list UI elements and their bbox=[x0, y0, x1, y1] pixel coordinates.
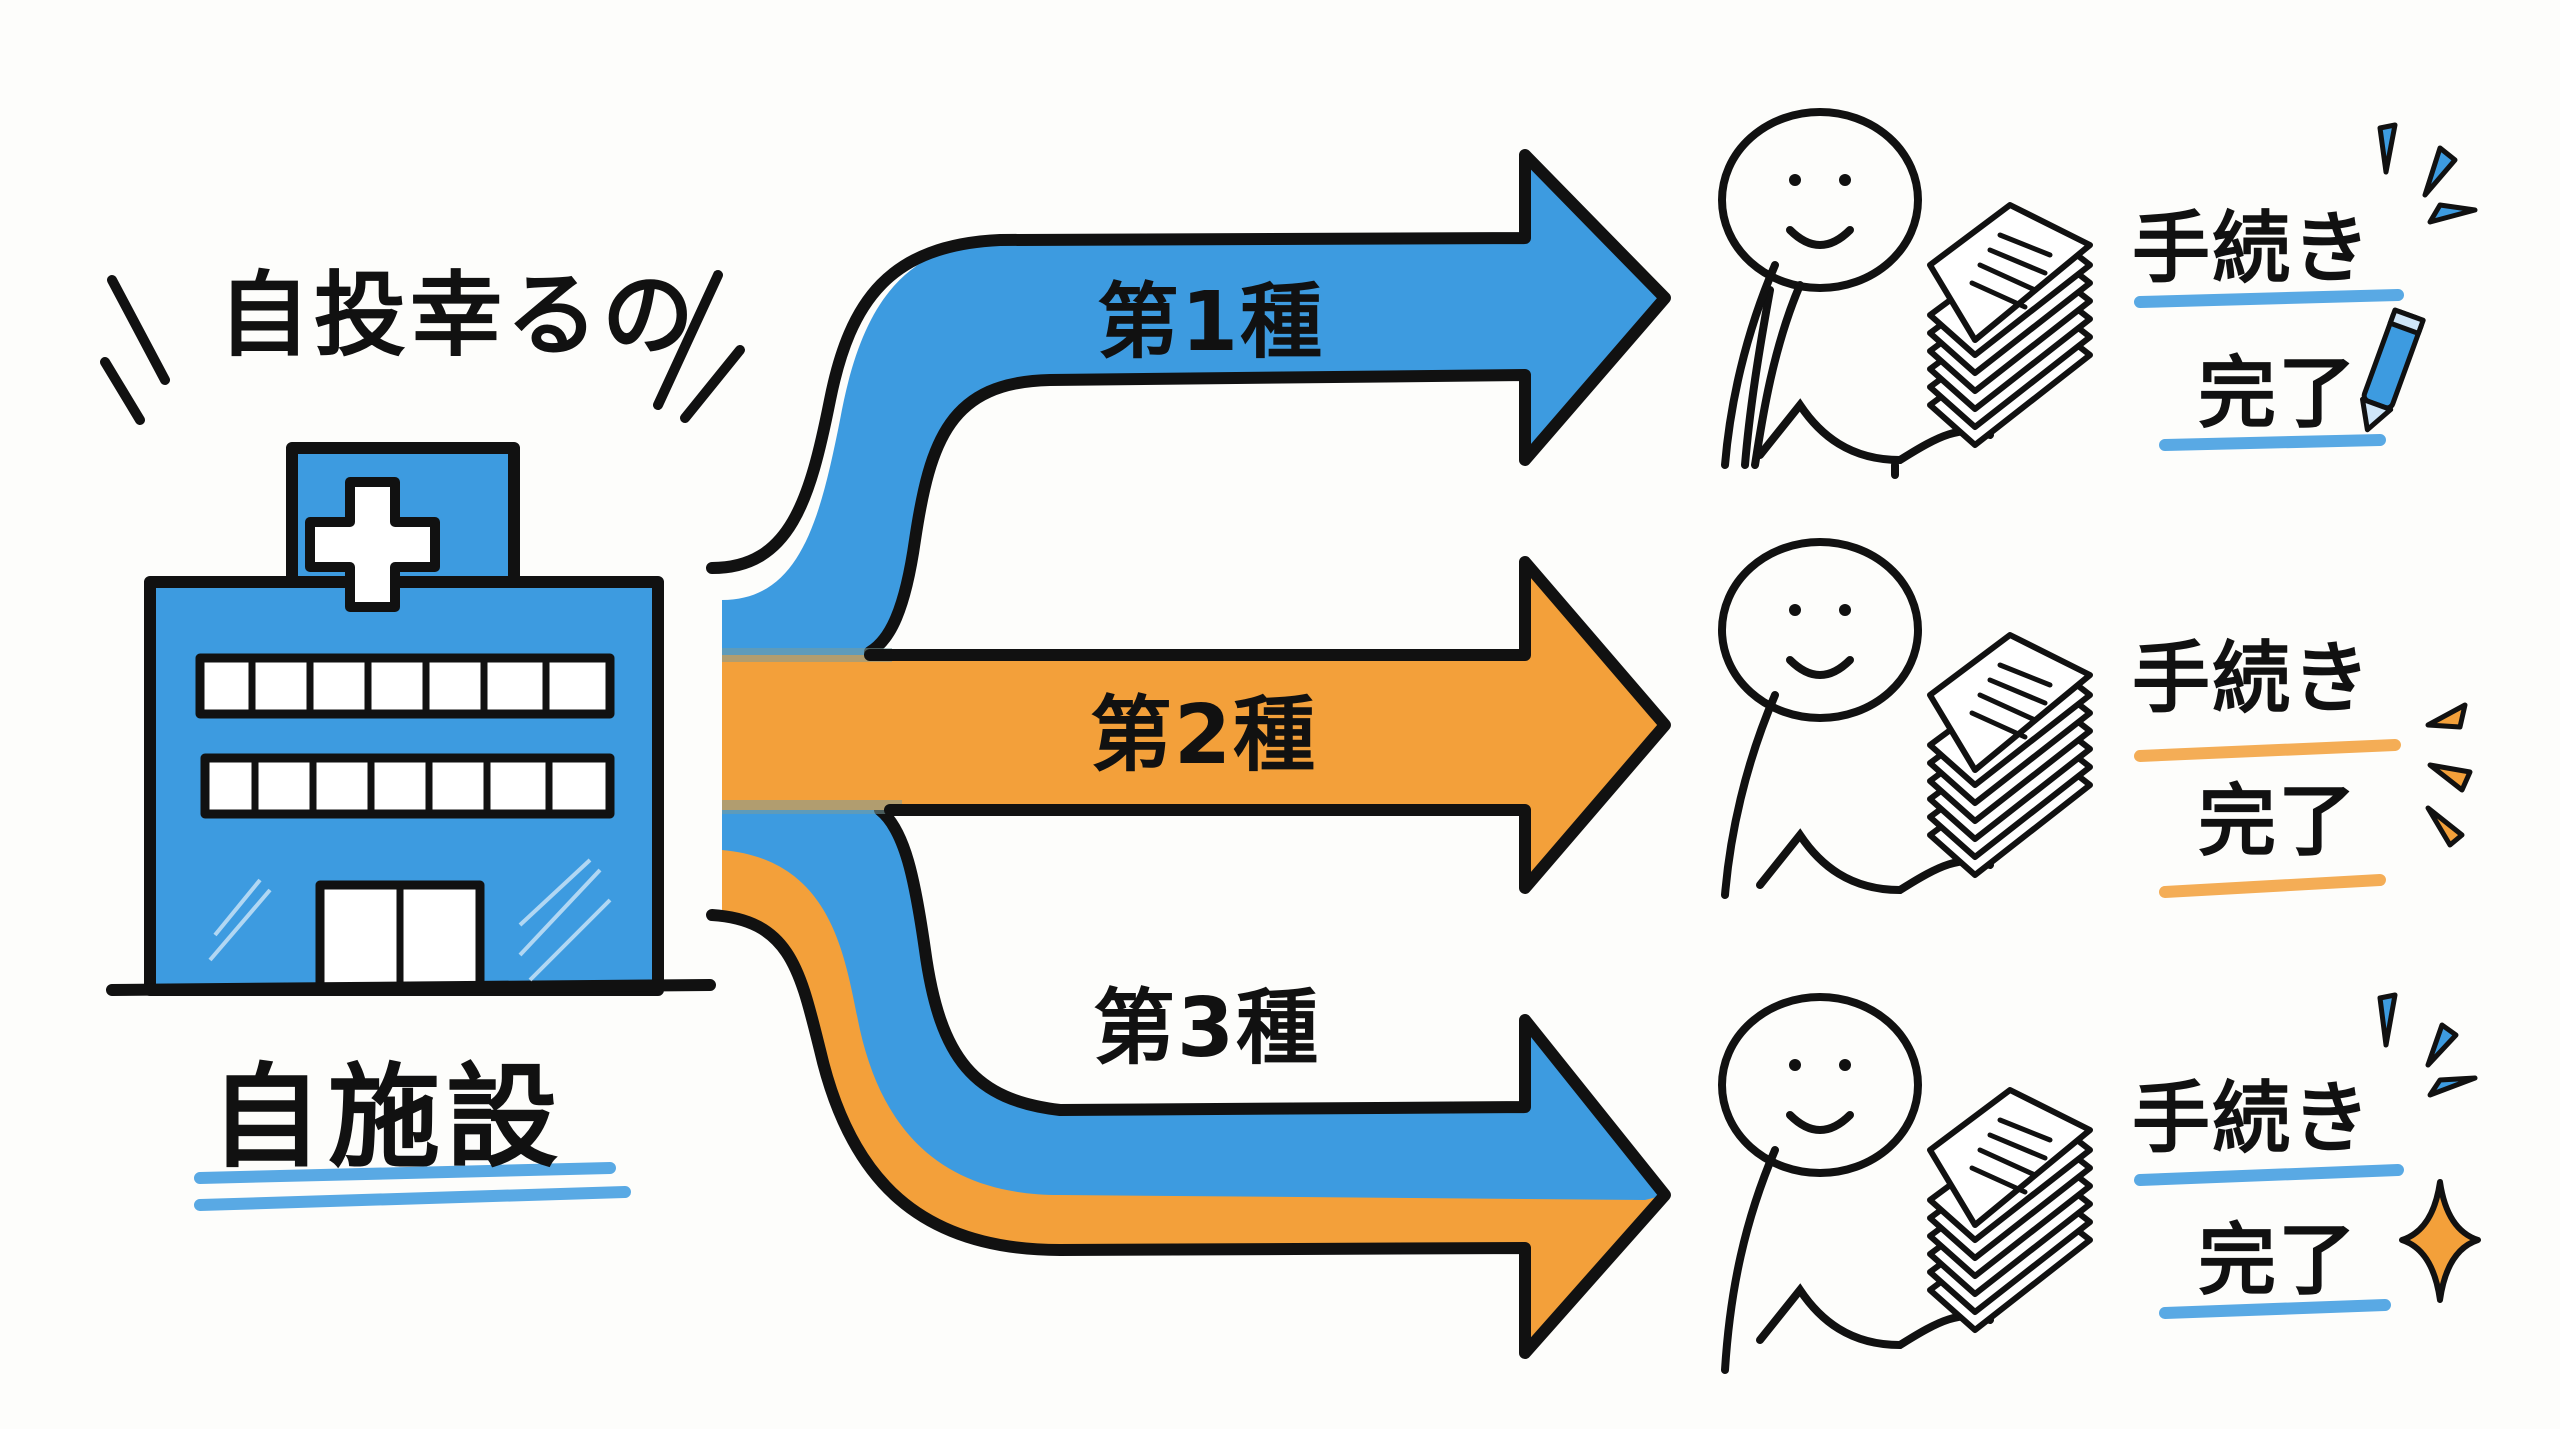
sparkle-lines-icon bbox=[2425, 702, 2473, 848]
result-2-line2: 完了 bbox=[2198, 777, 2359, 867]
person-with-documents-3 bbox=[1718, 993, 2093, 1374]
result-2-underlines bbox=[2134, 739, 2401, 898]
result-1-underlines bbox=[2134, 289, 2404, 451]
person-with-documents-1 bbox=[1718, 108, 2093, 479]
result-1-line2: 完了 bbox=[2198, 349, 2359, 439]
result-3-underlines bbox=[2134, 1164, 2404, 1319]
branch-2-label: 第2種 bbox=[1090, 688, 1318, 783]
star-sparkle-icon bbox=[2399, 1179, 2481, 1303]
pencil-icon bbox=[2360, 307, 2426, 433]
result-3-line1: 手続き bbox=[2132, 1074, 2373, 1164]
result-1-line1: 手続き bbox=[2132, 204, 2373, 294]
branch-3-label: 第3種 bbox=[1093, 981, 1321, 1076]
person-with-documents-2 bbox=[1718, 538, 2093, 899]
branch-3-arrow bbox=[706, 804, 1671, 1359]
facility-label: 自施設 bbox=[210, 1053, 564, 1183]
result-3-line2: 完了 bbox=[2198, 1216, 2359, 1306]
sparkle-lines-icon bbox=[2377, 992, 2478, 1098]
emphasis-lines-left-icon bbox=[100, 270, 745, 425]
branch-1-label: 第1種 bbox=[1097, 275, 1325, 370]
heading-title: 自投幸るの bbox=[218, 262, 699, 369]
hospital-icon bbox=[106, 442, 716, 996]
result-2-line1: 手続き bbox=[2132, 634, 2373, 724]
sparkle-lines-icon bbox=[2377, 122, 2478, 225]
branch-2-arrow bbox=[722, 556, 1671, 894]
branch-1-arrow bbox=[706, 149, 1671, 660]
facility-underline bbox=[194, 1162, 631, 1211]
